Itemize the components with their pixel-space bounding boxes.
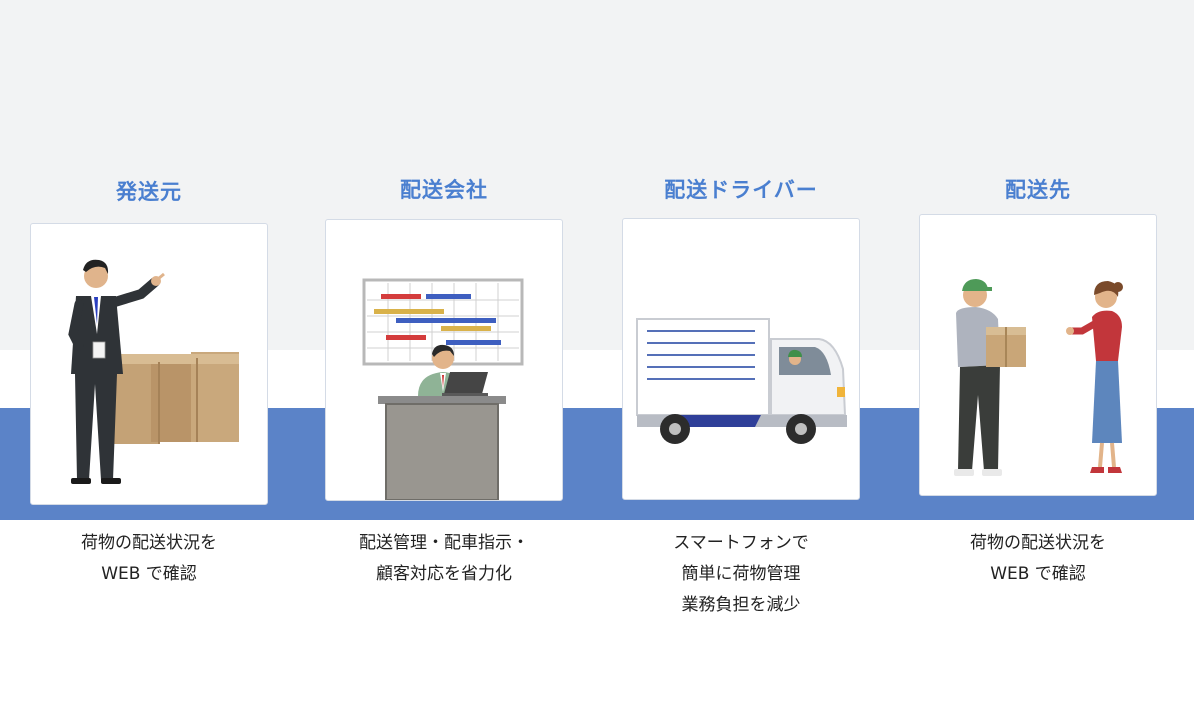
businessman-pointing-icon — [68, 259, 239, 484]
delivery-truck-icon — [636, 318, 847, 444]
description-line: 配送管理・配車指示・ — [359, 533, 529, 553]
office-worker-icon — [362, 278, 524, 500]
column-description: 荷物の配送状況を WEB で確認 — [10, 528, 288, 590]
illustration-card — [325, 219, 563, 501]
column-title: 配送会社 — [400, 178, 488, 202]
description-line: 簡単に荷物管理 — [681, 564, 801, 584]
column-title: 配送ドライバー — [664, 178, 818, 202]
package-handoff-icon — [954, 279, 1123, 476]
description-line: スマートフォンで — [673, 533, 809, 553]
column-title: 配送先 — [1005, 178, 1071, 202]
illustration-card — [622, 218, 860, 500]
column-description: 荷物の配送状況を WEB で確認 — [899, 528, 1177, 590]
description-line: WEB で確認 — [990, 564, 1086, 584]
illustration-card — [30, 223, 268, 505]
description-line: 荷物の配送状況を — [81, 533, 217, 553]
column-description: スマートフォンで 簡単に荷物管理 業務負担を減少 — [602, 528, 880, 621]
description-line: 顧客対応を省力化 — [376, 564, 512, 584]
description-line: 荷物の配送状況を — [970, 533, 1106, 553]
description-line: 業務負担を減少 — [681, 595, 801, 615]
illustration-card — [919, 214, 1157, 496]
column-description: 配送管理・配車指示・ 顧客対応を省力化 — [305, 528, 583, 590]
description-line: WEB で確認 — [101, 564, 197, 584]
column-title: 発送元 — [116, 180, 182, 204]
